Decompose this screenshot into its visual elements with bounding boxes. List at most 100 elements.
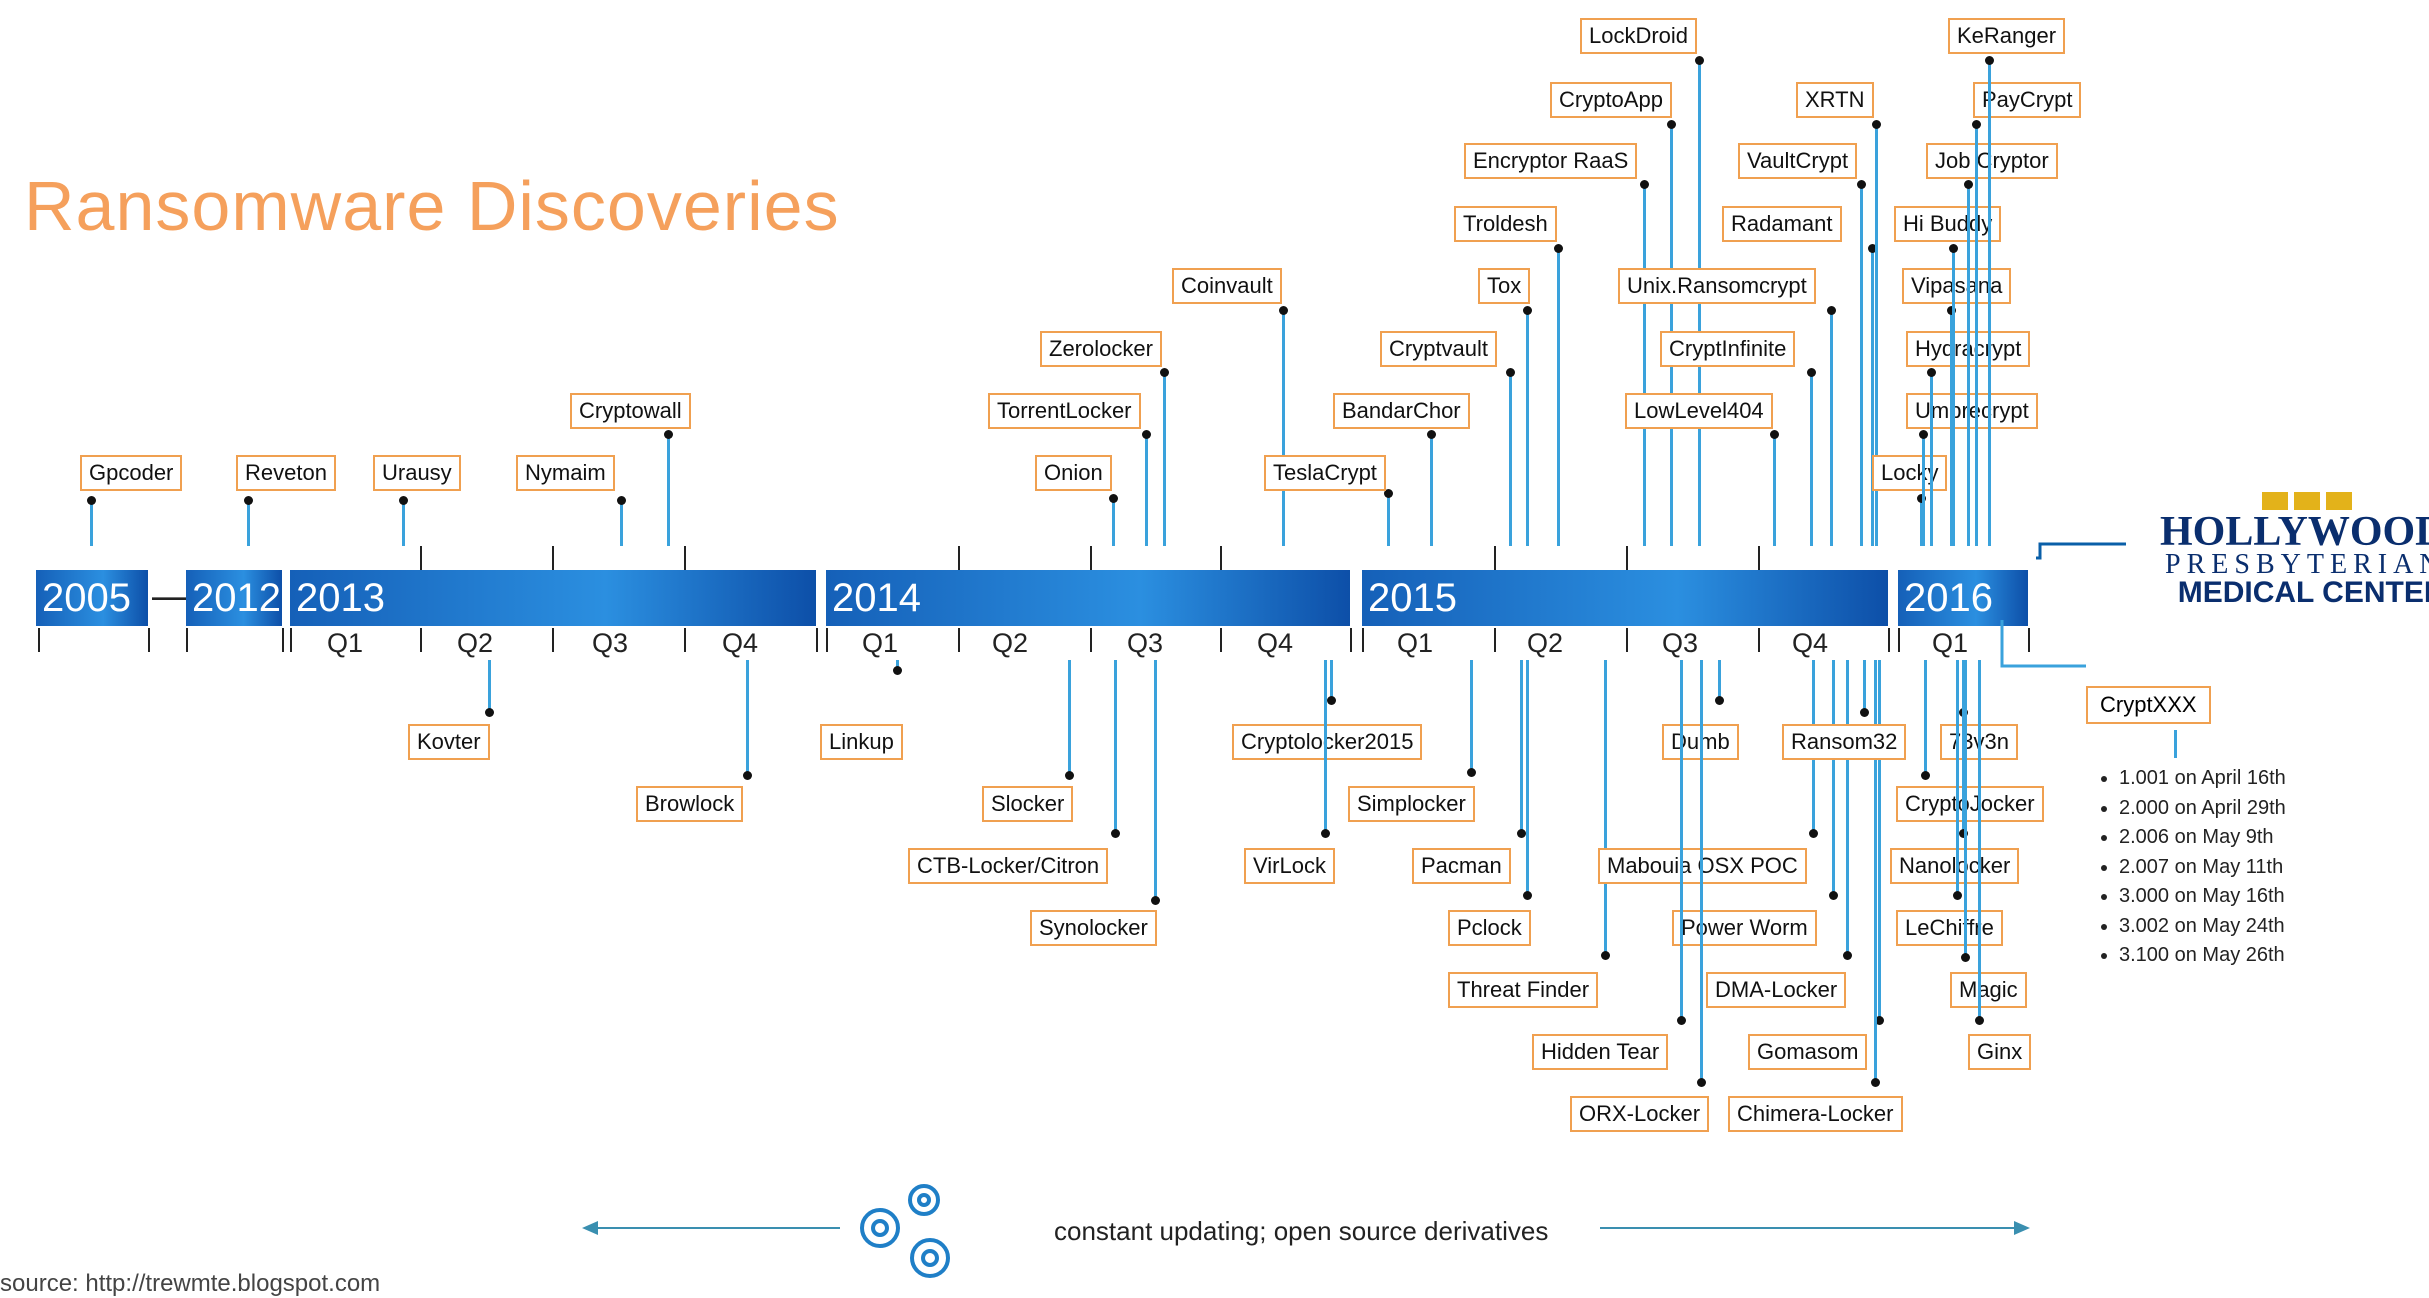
event-dot xyxy=(1523,891,1532,900)
event-line xyxy=(1509,372,1512,546)
event-line xyxy=(1520,660,1523,833)
year-label: 2016 xyxy=(1904,576,1993,620)
quarter-label: Q2 xyxy=(1527,628,1564,658)
event-label: Gomasom xyxy=(1748,1034,1868,1070)
event-label: LeChiffre xyxy=(1896,910,2003,946)
version-item: 2.000 on April 29th xyxy=(2119,794,2286,824)
year-label: 2015 xyxy=(1368,576,1457,620)
event-dot xyxy=(1949,244,1958,253)
timeline-tick xyxy=(282,628,284,652)
event-label: Locky xyxy=(1872,455,1948,491)
logo-line2: PRESBYTERIAN xyxy=(2165,549,2429,580)
event-dot xyxy=(1829,891,1838,900)
gears-icon xyxy=(860,1184,950,1278)
timeline-tick xyxy=(958,546,960,570)
event-dot xyxy=(1843,951,1852,960)
event-label: Browlock xyxy=(636,786,744,822)
event-label: Ginx xyxy=(1968,1034,2032,1070)
timeline-tick xyxy=(684,628,686,652)
logo-line3: MEDICAL CENTER xyxy=(2177,576,2429,609)
event-line xyxy=(1964,660,1967,957)
event-line xyxy=(1832,660,1835,895)
event-dot xyxy=(1860,708,1869,717)
event-line xyxy=(1978,660,1981,1020)
quarter-label: Q1 xyxy=(862,628,899,658)
event-dot xyxy=(1065,771,1074,780)
cryptxxx-connector xyxy=(2000,620,2086,668)
year-label: 2013 xyxy=(296,576,385,620)
update-arrows xyxy=(582,1184,2030,1278)
event-dot xyxy=(1961,953,1970,962)
event-dot xyxy=(1467,768,1476,777)
timeline-tick xyxy=(420,546,422,570)
quarter-label: Q1 xyxy=(1932,628,1969,658)
event-line xyxy=(1863,660,1866,712)
timeline-tick xyxy=(290,628,292,652)
event-dot xyxy=(1667,120,1676,129)
event-label: Job Cryptor xyxy=(1926,143,2058,179)
year-label: 2014 xyxy=(832,576,921,620)
event-label: Cryptowall xyxy=(570,393,691,429)
event-line xyxy=(402,500,405,546)
event-label: PayCrypt xyxy=(1973,82,2082,118)
event-line xyxy=(1526,660,1529,895)
event-dot xyxy=(1384,489,1393,498)
event-label: Urausy xyxy=(373,455,461,491)
year-band-2015: 2015 xyxy=(1362,570,1888,626)
event-line xyxy=(1526,310,1529,546)
event-line xyxy=(1163,372,1166,546)
event-dot xyxy=(1975,1016,1984,1025)
event-line xyxy=(1950,310,1953,546)
event-label: Magic xyxy=(1950,972,2027,1008)
timeline-tick xyxy=(420,628,422,652)
event-label: CTB-Locker/Citron xyxy=(908,848,1109,884)
update-note: constant updating; open source derivativ… xyxy=(1054,1216,1549,1246)
event-line xyxy=(1145,434,1148,546)
quarter-label: Q2 xyxy=(992,628,1029,658)
logo-mark-icon xyxy=(2261,492,2352,510)
timeline-tick xyxy=(1626,628,1628,652)
year-separator: — xyxy=(152,574,192,618)
event-label: TorrentLocker xyxy=(988,393,1141,429)
event-line xyxy=(1860,184,1863,546)
event-dot xyxy=(1554,244,1563,253)
event-label: Encryptor RaaS xyxy=(1464,143,1638,179)
event-line xyxy=(1952,248,1955,546)
event-label: LockDroid xyxy=(1580,18,1698,54)
event-dot xyxy=(1868,244,1877,253)
quarter-label: Q3 xyxy=(592,628,629,658)
event-dot xyxy=(1947,306,1956,315)
event-dot xyxy=(1517,829,1526,838)
timeline-tick xyxy=(1494,628,1496,652)
timeline-tick xyxy=(1350,628,1352,652)
event-dot xyxy=(1857,180,1866,189)
event-dot xyxy=(1807,368,1816,377)
event-dot xyxy=(1972,120,1981,129)
event-dot xyxy=(1279,306,1288,315)
event-dot xyxy=(1919,430,1928,439)
event-dot xyxy=(1985,56,1994,65)
event-label: Pclock xyxy=(1448,910,1531,946)
event-label: Unix.Ransomcrypt xyxy=(1618,268,1816,304)
event-line xyxy=(1430,434,1433,546)
event-dot xyxy=(1695,56,1704,65)
event-line xyxy=(1846,660,1849,955)
timeline-tick xyxy=(1888,628,1890,652)
event-line xyxy=(1878,660,1881,1020)
event-line xyxy=(896,660,899,670)
event-line xyxy=(488,660,491,712)
event-dot xyxy=(1427,430,1436,439)
timeline-tick xyxy=(1090,546,1092,570)
event-line xyxy=(620,500,623,546)
event-label: Kovter xyxy=(408,724,490,760)
event-dot xyxy=(1964,180,1973,189)
event-line xyxy=(1962,660,1965,833)
event-dot xyxy=(1697,1078,1706,1087)
event-label: Cryptvault xyxy=(1380,331,1498,367)
event-line xyxy=(1154,660,1157,900)
timeline-tick xyxy=(1220,628,1222,652)
event-dot xyxy=(1160,368,1169,377)
event-line xyxy=(1967,184,1970,546)
event-label: Tox xyxy=(1478,268,1531,304)
